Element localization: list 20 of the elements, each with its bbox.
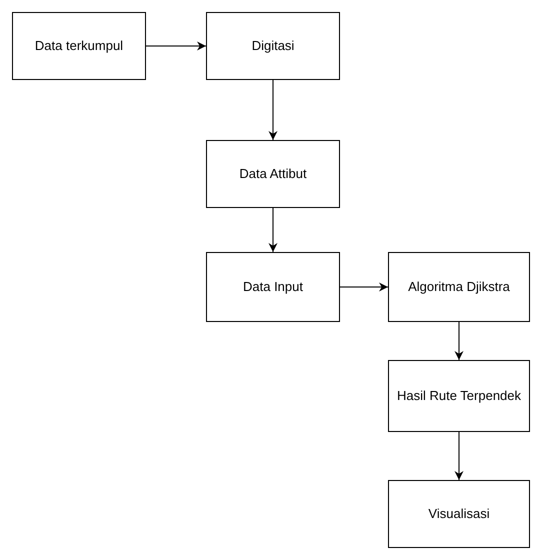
arrow [268, 80, 278, 140]
box-label: Hasil Rute Terpendek [396, 387, 522, 406]
arrow [268, 208, 278, 252]
process-box [206, 252, 340, 322]
arrow [454, 432, 464, 480]
process-box [206, 140, 340, 208]
arrow [146, 42, 206, 50]
process-box [12, 12, 146, 80]
box-label: Data Attibut [239, 165, 307, 184]
process-box [388, 252, 530, 322]
process-box [388, 360, 530, 432]
box-label: Digitasi [252, 37, 294, 56]
process-box [388, 480, 530, 548]
box-label: Visualisasi [428, 505, 490, 524]
process-box [206, 12, 340, 80]
box-label: Data terkumpul [34, 37, 124, 56]
box-label: Algoritma Djikstra [408, 278, 510, 296]
arrow [454, 322, 464, 360]
box-label: Data Input [243, 278, 303, 296]
arrow [340, 282, 388, 292]
